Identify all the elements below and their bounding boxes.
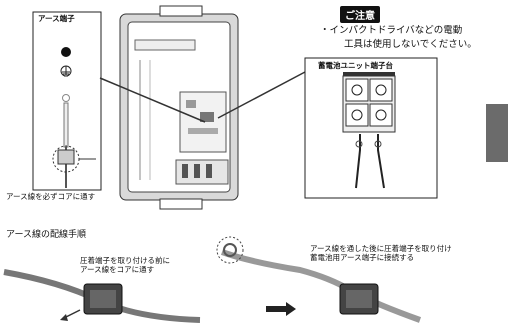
step-arrow-icon — [266, 302, 296, 316]
leader-line — [99, 77, 206, 123]
water-heater-unit — [119, 5, 239, 210]
routing-step-2-line-2: 蓄電池用アース端子に接続する — [310, 253, 415, 262]
caution-badge: ご注意 — [340, 6, 380, 23]
battery-terminal-panel — [304, 57, 438, 199]
caution-line-2: 工具は使用しないでください。 — [344, 39, 477, 50]
leader-line — [217, 71, 306, 119]
earth-terminal-title: アース端子 — [38, 14, 75, 23]
routing-step-1-line-2: アース線をコアに通す — [80, 265, 155, 274]
routing-step-1-line-1: 圧着端子を取り付ける前に — [80, 256, 170, 265]
routing-step-1-text: 圧着端子を取り付ける前に アース線をコアに通す — [80, 256, 170, 274]
battery-terminal-title: 蓄電池ユニット端子台 — [318, 61, 393, 70]
caution-line-1: ・インパクトドライバなどの電動 — [320, 25, 463, 36]
earth-terminal-caption: アース線を必ずコアに通す — [6, 192, 96, 201]
routing-step-2-line-1: アース線を通した後に圧着端子を取り付け — [310, 244, 452, 253]
routing-heading: アース線の配線手順 — [6, 230, 87, 240]
routing-step-2 — [216, 236, 422, 323]
routing-step-1 — [3, 269, 201, 323]
section-tab — [486, 104, 508, 162]
routing-step-2-text: アース線を通した後に圧着端子を取り付け 蓄電池用アース端子に接続する — [310, 244, 452, 262]
earth-terminal-panel — [32, 11, 102, 191]
